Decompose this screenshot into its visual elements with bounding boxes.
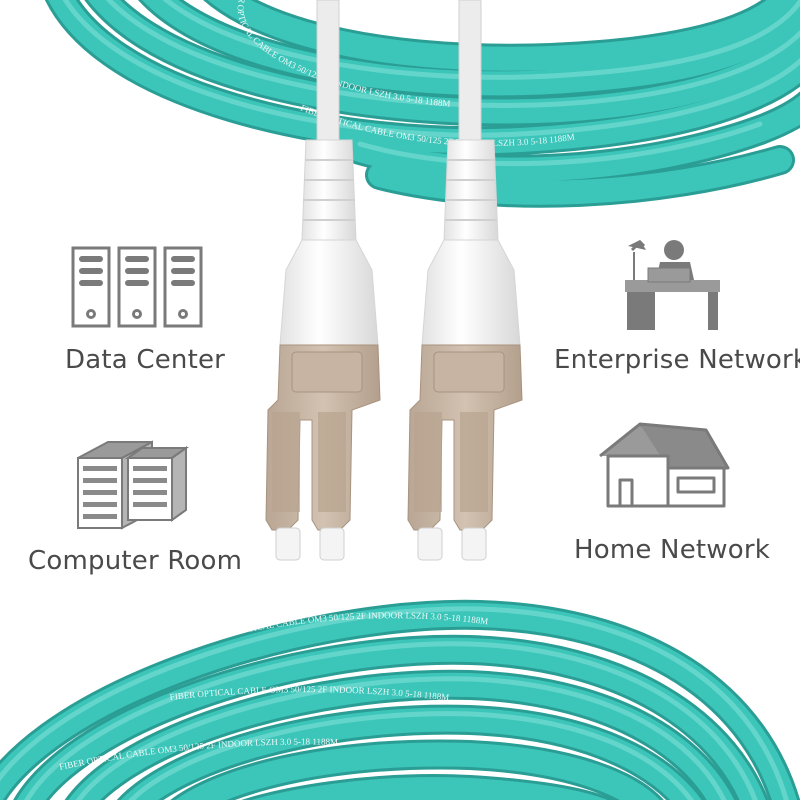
label-data-center: Data Center [65,345,226,375]
house-icon [599,422,730,508]
bottom-cable-coil [0,599,800,800]
label-computer-room: Computer Room [28,546,243,576]
cable-leads [316,0,482,161]
lc-connector-icon [265,139,381,561]
server-stack-icon [77,440,190,530]
office-desk-icon [625,239,720,330]
label-enterprise-network: Enterprise Network [554,345,800,375]
server-rack-icon [71,246,203,328]
label-home-network: Home Network [574,535,771,565]
top-cable-coil [45,0,800,208]
lc-connector-icon [407,139,523,561]
